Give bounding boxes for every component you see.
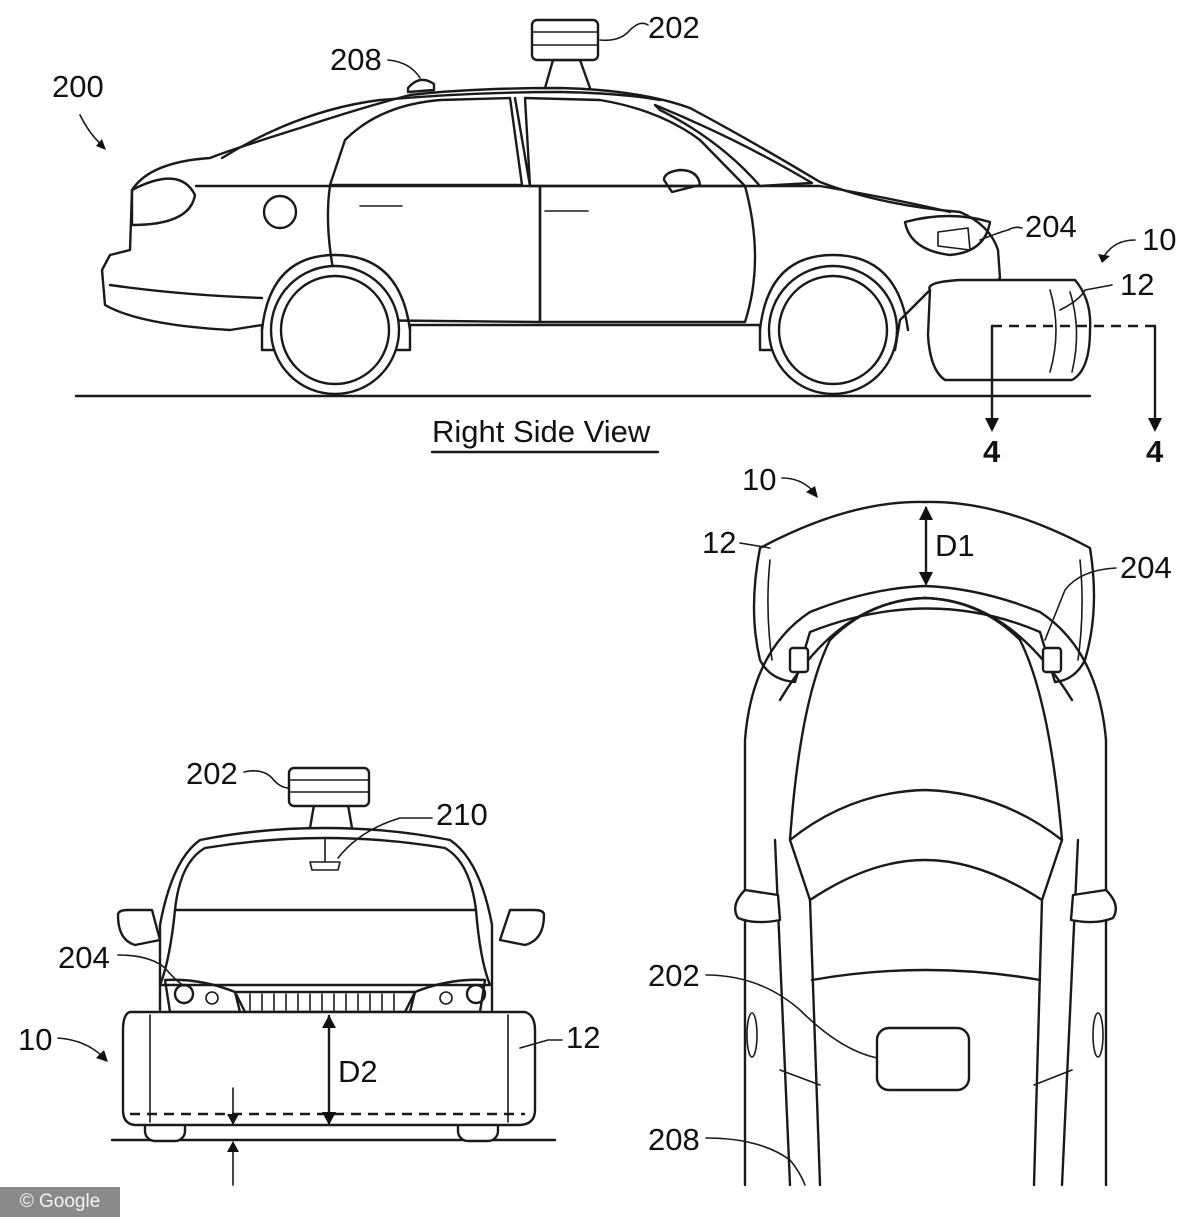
label-208-side: 208 [330, 42, 382, 77]
top-left-mirror [734, 888, 782, 924]
side-roof-sensor [530, 18, 600, 90]
side-windshield [653, 103, 814, 188]
leader-200 [79, 114, 103, 146]
top-roof-sensor [875, 1026, 971, 1092]
top-right-headlight [1041, 646, 1063, 674]
side-front-door [538, 184, 757, 324]
side-tail-light [130, 177, 197, 227]
label-204-side: 204 [1025, 209, 1077, 244]
top-roof-sides [808, 898, 1044, 1187]
label-12-front: 12 [566, 1020, 600, 1055]
front-right-headlight [408, 978, 487, 1014]
leader-10-side [1104, 239, 1136, 256]
label-202-top: 202 [648, 958, 700, 993]
label-210-front: 210 [436, 797, 488, 832]
label-12-top: 12 [702, 525, 736, 560]
label-12-side: 12 [1120, 267, 1154, 302]
top-roof-front-edge [810, 968, 1042, 982]
leader-204-front [117, 954, 185, 987]
label-section-right: 4 [1146, 434, 1164, 469]
front-left-mirror [116, 908, 162, 947]
front-d2-arrow-top [322, 1015, 336, 1028]
front-view-car: 202 210 204 10 12 D2 [18, 756, 600, 1186]
leader-12-side [1059, 284, 1113, 311]
label-204-front: 204 [58, 940, 110, 975]
side-front-window [523, 96, 747, 188]
side-lower-rear-line [108, 283, 264, 300]
top-airbag [752, 500, 1096, 684]
front-right-mirror [498, 908, 546, 947]
leader-204-side [979, 226, 1023, 241]
front-grille [233, 990, 417, 1014]
label-208-top: 208 [648, 1122, 700, 1157]
front-clearance-arrow-down [227, 1114, 239, 1125]
label-202-front: 202 [186, 756, 238, 791]
top-view-car: 10 12 D1 204 202 208 [648, 462, 1172, 1187]
leader-10-front-arrow [96, 1050, 108, 1062]
google-watermark: © Google [0, 1187, 120, 1217]
side-view-car: 202 208 200 204 10 12 4 4 Right Side Vie… [52, 10, 1176, 469]
section-arrow-right [1148, 418, 1162, 432]
side-roof-light [406, 78, 436, 94]
leader-12-top [739, 542, 771, 549]
leader-204-top [1044, 567, 1117, 641]
leader-10-top [781, 477, 813, 491]
leader-12-front [519, 1039, 563, 1049]
front-roof-sensor [287, 766, 371, 830]
top-d1-arrow-top [919, 506, 933, 520]
top-hood-center [788, 596, 1064, 842]
side-headlight [903, 214, 992, 257]
front-hood [158, 908, 492, 987]
side-roofline [220, 90, 662, 160]
top-right-mirror [1069, 888, 1117, 924]
label-section-left: 4 [983, 434, 1001, 469]
label-204-top: 204 [1120, 550, 1172, 585]
leader-10-side-arrow [1098, 254, 1110, 263]
leader-202-top [705, 974, 878, 1059]
leader-208-side [387, 59, 421, 79]
top-right-side-light [1092, 1012, 1104, 1058]
side-beltline [194, 184, 952, 214]
side-mirror [662, 168, 702, 194]
side-b-pillar [513, 96, 532, 188]
section-arrow-left [985, 418, 999, 432]
front-clearance-arrow-up [227, 1141, 239, 1152]
label-10-front: 10 [18, 1022, 52, 1057]
top-door-lines [779, 1069, 1073, 1086]
label-200: 200 [52, 69, 104, 104]
side-front-wheel [758, 253, 910, 396]
side-rear-wheel [260, 253, 412, 396]
label-d2: D2 [338, 1054, 378, 1089]
label-10-top: 10 [742, 462, 776, 497]
front-d2-arrow-bottom [322, 1112, 336, 1125]
label-202-side: 202 [648, 10, 700, 45]
top-left-side-light [746, 1012, 758, 1058]
leader-202-side [599, 22, 649, 42]
top-left-headlight [788, 646, 810, 674]
caption-side-view: Right Side View [432, 414, 651, 449]
leader-10-front [57, 1037, 103, 1057]
side-rear-window [328, 96, 524, 187]
top-d1-arrow-bottom [919, 572, 933, 586]
leader-208-top [705, 1137, 806, 1186]
leader-210-front [337, 817, 433, 859]
top-windshield [788, 788, 1064, 902]
leader-202-front [243, 770, 290, 789]
front-body [158, 826, 494, 1012]
side-fuel-cap [262, 194, 298, 230]
top-a-pillars [773, 838, 1080, 1187]
side-headlight-lens [937, 227, 971, 251]
side-airbag [926, 278, 1092, 382]
label-10-side: 10 [1142, 222, 1176, 257]
top-body-outline [743, 584, 1108, 1187]
leader-200-arrow [96, 139, 106, 150]
label-d1: D1 [935, 528, 975, 563]
front-rearview-mirror [309, 837, 341, 871]
leader-10-top-arrow [806, 486, 818, 498]
